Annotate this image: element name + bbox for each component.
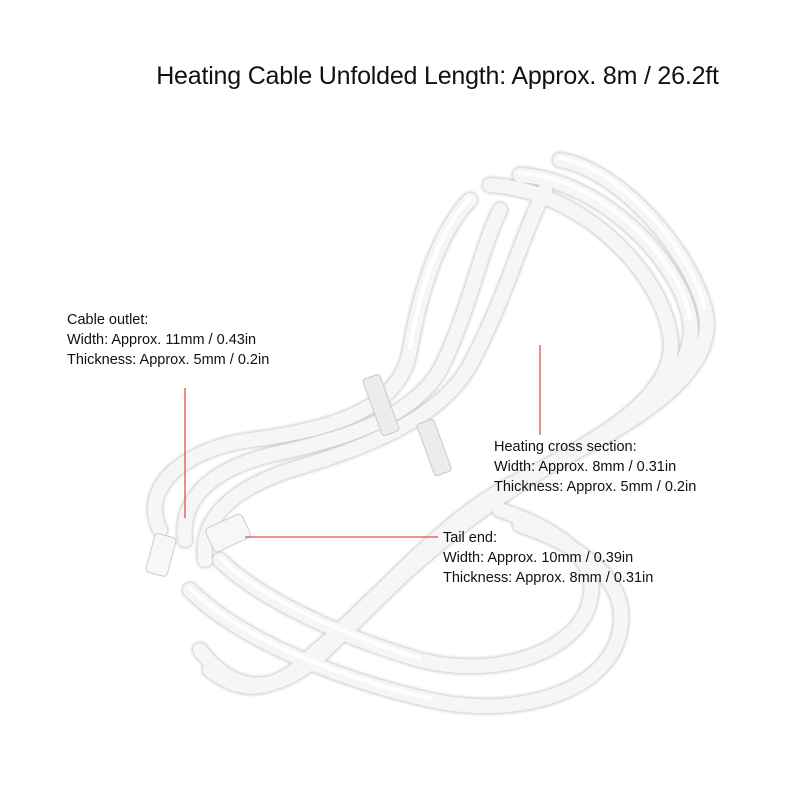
heating-cross-section-heading: Heating cross section: <box>494 439 637 455</box>
tail-end-callout: Tail end: Width: Approx. 10mm / 0.39in T… <box>443 528 653 588</box>
cable-tie <box>362 374 452 477</box>
cable-outlet-sleeve <box>145 533 177 577</box>
page-title: Heating Cable Unfolded Length: Approx. 8… <box>156 62 719 90</box>
heating-cross-section-thickness: Thickness: Approx. 5mm / 0.2in <box>494 479 697 495</box>
cable-outlet-heading: Cable outlet: <box>67 312 149 328</box>
tail-end-width: Width: Approx. 10mm / 0.39in <box>443 550 634 566</box>
tail-end-thickness: Thickness: Approx. 8mm / 0.31in <box>443 570 654 586</box>
cable-outlet-width: Width: Approx. 11mm / 0.43in <box>67 332 257 348</box>
heating-cross-section-callout: Heating cross section: Width: Approx. 8m… <box>494 437 696 497</box>
leader-lines <box>184 345 541 538</box>
tail-end-heading: Tail end: <box>443 530 498 546</box>
cable-coil <box>146 151 716 715</box>
heating-cross-section-width: Width: Approx. 8mm / 0.31in <box>494 459 677 475</box>
cable-outlet-thickness: Thickness: Approx. 5mm / 0.2in <box>67 352 270 368</box>
cable-outlet-callout: Cable outlet: Width: Approx. 11mm / 0.43… <box>67 310 269 370</box>
tail-end-plug <box>205 513 251 553</box>
